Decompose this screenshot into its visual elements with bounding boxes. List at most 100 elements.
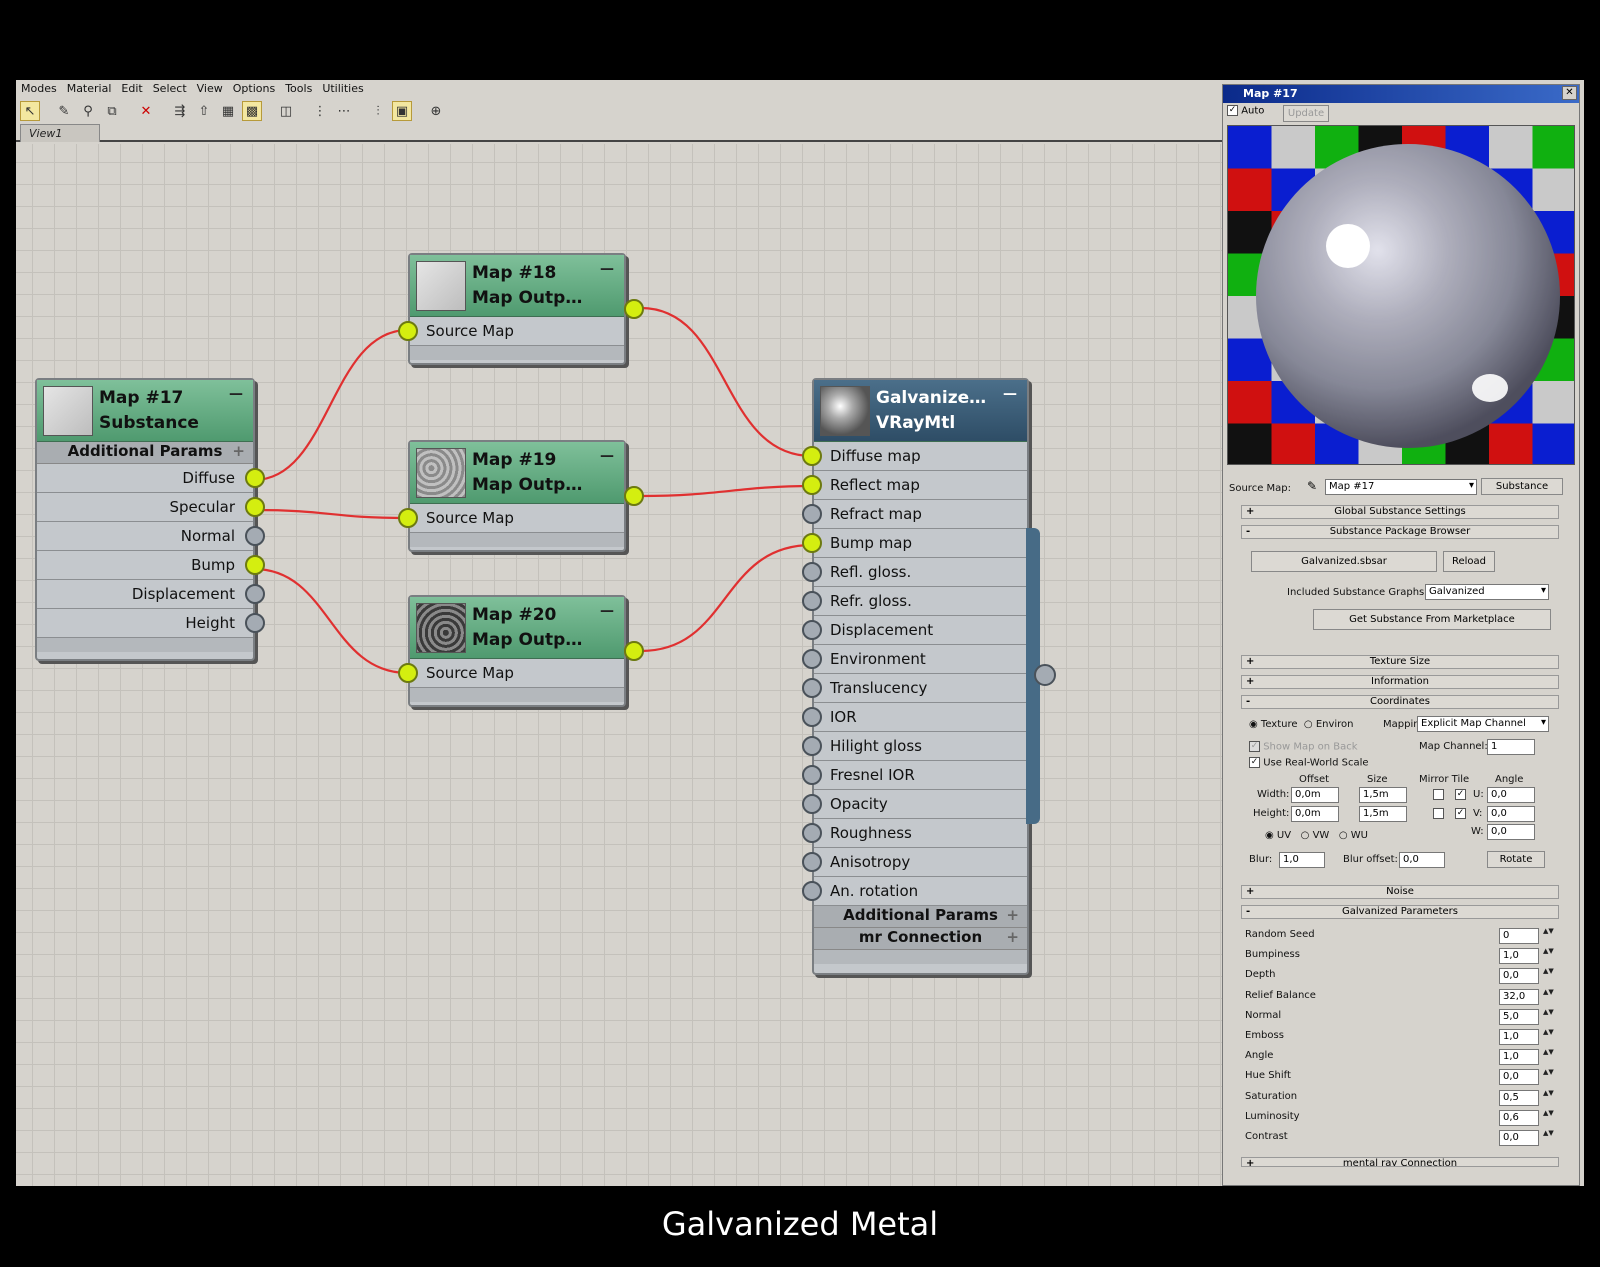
rollout-information[interactable]: +Information xyxy=(1241,675,1559,689)
menu-edit[interactable]: Edit xyxy=(121,82,143,95)
output-socket[interactable] xyxy=(245,613,265,633)
input-socket[interactable] xyxy=(398,321,418,341)
param-editor-toggle-icon[interactable]: ▣ xyxy=(392,101,412,121)
input-socket[interactable] xyxy=(802,504,822,524)
spinner-icon[interactable]: ▲▼ xyxy=(1543,1108,1554,1117)
spinner-icon[interactable]: ▲▼ xyxy=(1543,1129,1554,1137)
angle-v-input[interactable]: 0,0 xyxy=(1487,806,1535,822)
output-socket[interactable] xyxy=(245,555,265,575)
rotate-button[interactable]: Rotate xyxy=(1487,851,1545,868)
port-opacity[interactable]: Opacity xyxy=(802,790,1027,819)
port-ior[interactable]: IOR xyxy=(802,703,1027,732)
node-resize-handle[interactable] xyxy=(410,533,624,547)
node-resize-handle[interactable] xyxy=(37,638,253,652)
mirror-v-checkbox[interactable] xyxy=(1433,808,1444,819)
param-input[interactable]: 0,5 xyxy=(1499,1089,1539,1106)
tab-view1[interactable]: View1 xyxy=(20,124,100,142)
texture-radio[interactable]: ◉ xyxy=(1249,719,1258,730)
param-input[interactable]: 0 xyxy=(1499,928,1539,944)
input-socket[interactable] xyxy=(802,736,822,756)
reload-button[interactable]: Reload xyxy=(1443,551,1495,572)
layout-vertical-icon[interactable]: ⋮ xyxy=(313,103,327,119)
param-input[interactable]: 5,0 xyxy=(1499,1008,1539,1025)
port-displacement[interactable]: Displacement xyxy=(37,580,265,609)
port-source-map[interactable]: Source Map xyxy=(398,504,624,533)
assign-material-icon[interactable]: ⧉ xyxy=(107,103,117,119)
vw-radio[interactable]: ○ xyxy=(1300,830,1310,841)
param-input[interactable]: 1,0 xyxy=(1499,948,1539,965)
spinner-icon[interactable]: ▲▼ xyxy=(1543,1048,1554,1057)
section-mr-connection[interactable]: mr Connection+ xyxy=(814,928,1027,950)
output-socket[interactable] xyxy=(624,299,644,319)
port-reflect-map[interactable]: Reflect map xyxy=(802,471,1027,500)
param-input[interactable]: 0,0 xyxy=(1499,1069,1539,1086)
output-socket[interactable] xyxy=(624,486,644,506)
navigator-icon[interactable]: ⊕ xyxy=(430,103,442,119)
param-input[interactable]: 0,6 xyxy=(1499,1109,1539,1126)
mapping-dropdown[interactable]: Explicit Map Channel▾ xyxy=(1417,716,1549,732)
size-height-input[interactable]: 1,5m xyxy=(1359,806,1407,822)
show-end-result-icon[interactable]: ◫ xyxy=(279,103,293,119)
rollout-noise[interactable]: +Noise xyxy=(1241,885,1559,899)
port-translucency[interactable]: Translucency xyxy=(802,674,1027,703)
move-children-icon[interactable]: ⇶ xyxy=(174,103,186,119)
rollout-package-browser[interactable]: -Substance Package Browser xyxy=(1241,525,1559,539)
spinner-icon[interactable]: ▲▼ xyxy=(1543,967,1554,976)
node-resize-handle[interactable] xyxy=(410,688,624,702)
input-socket[interactable] xyxy=(802,475,822,495)
port-specular[interactable]: Specular xyxy=(37,493,265,522)
offset-width-input[interactable]: 0,0m xyxy=(1291,787,1339,803)
blur-input[interactable]: 1,0 xyxy=(1279,852,1325,868)
port-normal[interactable]: Normal xyxy=(37,522,265,551)
delete-icon[interactable]: ✕ xyxy=(140,103,152,119)
input-socket[interactable] xyxy=(802,649,822,669)
put-material-icon[interactable]: ⚲ xyxy=(83,103,93,119)
node-resize-handle[interactable] xyxy=(410,346,624,360)
input-socket[interactable] xyxy=(802,620,822,640)
port-diffuse[interactable]: Diffuse xyxy=(37,464,265,493)
wu-radio[interactable]: ○ xyxy=(1338,830,1348,841)
sidebar-toggle-icon[interactable]: ⫶ xyxy=(376,103,380,119)
substance-button[interactable]: Substance xyxy=(1481,478,1563,495)
port-roughness[interactable]: Roughness xyxy=(802,819,1027,848)
param-input[interactable]: 1,0 xyxy=(1499,1049,1539,1066)
rollout-mental-ray[interactable]: +mental ray Connection xyxy=(1241,1157,1559,1167)
menu-material[interactable]: Material xyxy=(66,82,112,95)
menu-tools[interactable]: Tools xyxy=(285,82,313,95)
material-output-socket[interactable] xyxy=(1034,664,1056,686)
menu-select[interactable]: Select xyxy=(152,82,187,95)
rollout-global-substance[interactable]: +Global Substance Settings xyxy=(1241,505,1559,519)
layout-icon[interactable]: ⇧ xyxy=(198,103,210,119)
mirror-u-checkbox[interactable] xyxy=(1433,789,1444,800)
collapse-icon[interactable]: — xyxy=(600,261,614,277)
spinner-icon[interactable]: ▲▼ xyxy=(1543,987,1554,996)
section-additional-params[interactable]: Additional Params+ xyxy=(37,442,253,464)
port-hilight-gloss[interactable]: Hilight gloss xyxy=(802,732,1027,761)
port-source-map[interactable]: Source Map xyxy=(398,659,624,688)
rollout-galvanized-params[interactable]: -Galvanized Parameters xyxy=(1241,905,1559,919)
spinner-icon[interactable]: ▲▼ xyxy=(1543,1068,1554,1077)
port-an-rotation[interactable]: An. rotation xyxy=(802,877,1027,906)
select-tool-icon[interactable]: ↖ xyxy=(20,101,40,121)
output-socket[interactable] xyxy=(245,468,265,488)
node-resize-handle[interactable] xyxy=(814,950,1027,964)
sbsar-file-button[interactable]: Galvanized.sbsar xyxy=(1251,551,1437,572)
input-socket[interactable] xyxy=(802,562,822,582)
angle-w-input[interactable]: 0,0 xyxy=(1487,824,1535,840)
node-galvanized-vraymtl[interactable]: Galvanize…VRayMtl — Diffuse map Reflect … xyxy=(802,378,1029,975)
menu-modes[interactable]: Modes xyxy=(21,82,57,95)
menu-utilities[interactable]: Utilities xyxy=(322,82,364,95)
param-input[interactable]: 0,0 xyxy=(1499,1130,1539,1146)
collapse-icon[interactable]: — xyxy=(600,603,614,619)
port-height[interactable]: Height xyxy=(37,609,265,638)
collapse-icon[interactable]: — xyxy=(1003,386,1017,402)
input-socket[interactable] xyxy=(802,591,822,611)
port-source-map[interactable]: Source Map xyxy=(398,317,624,346)
spinner-icon[interactable]: ▲▼ xyxy=(1543,1088,1554,1097)
collapse-icon[interactable]: — xyxy=(600,448,614,464)
map-channel-input[interactable]: 1 xyxy=(1487,739,1535,755)
input-socket[interactable] xyxy=(398,508,418,528)
uv-radio[interactable]: ◉ xyxy=(1265,830,1274,841)
input-socket[interactable] xyxy=(802,852,822,872)
blur-offset-input[interactable]: 0,0 xyxy=(1399,852,1445,868)
